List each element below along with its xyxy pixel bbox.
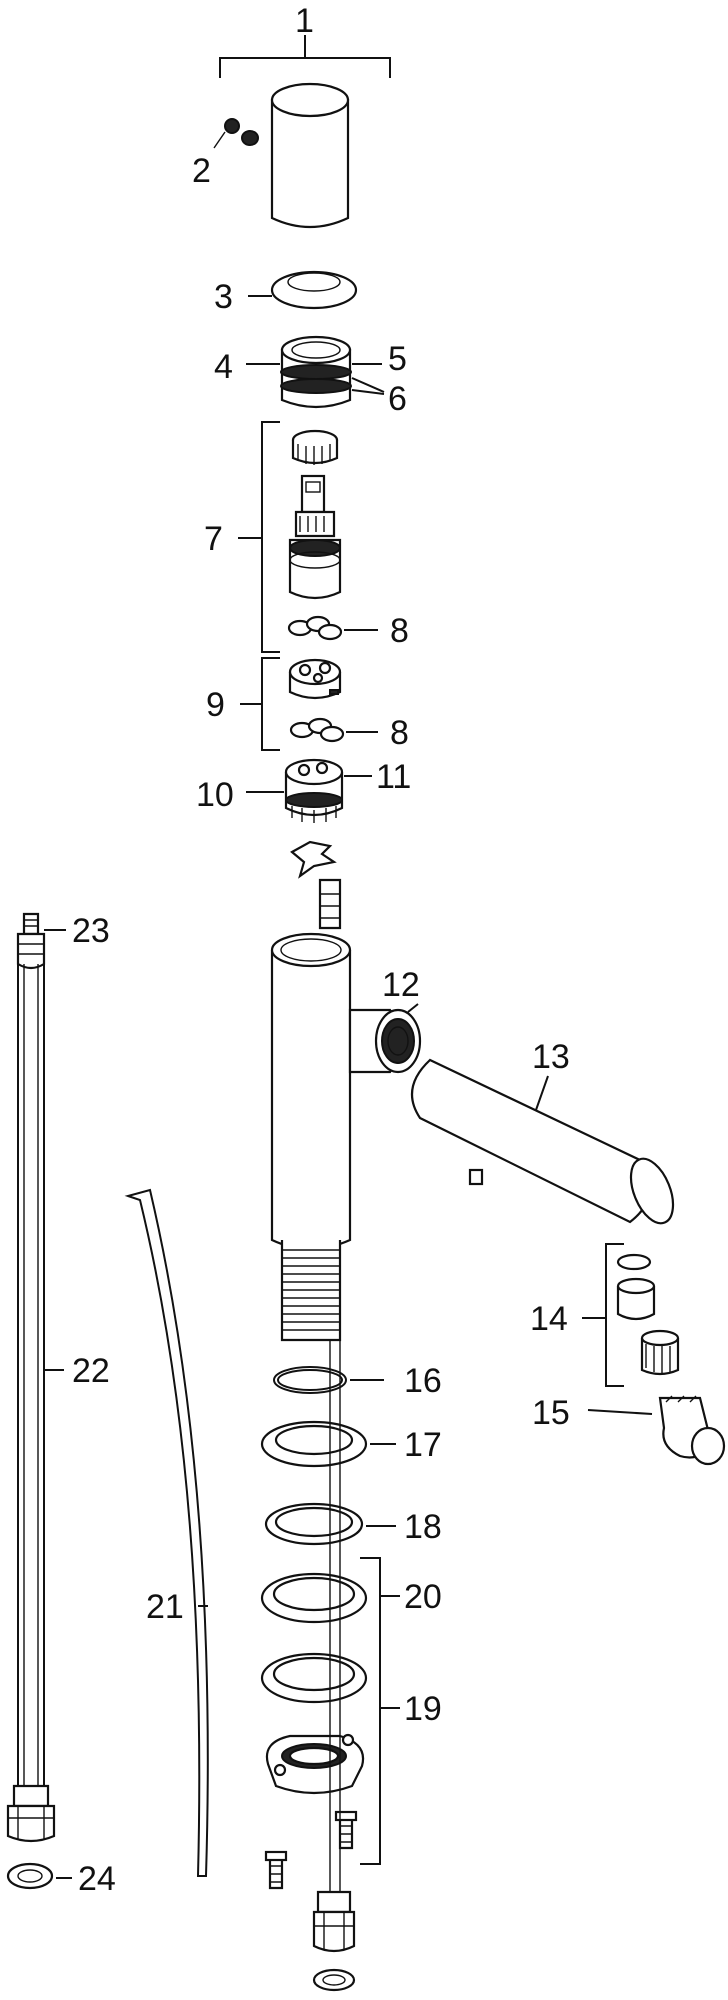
label-17: 17 <box>404 1426 442 1464</box>
label-16: 16 <box>404 1362 442 1400</box>
label-9: 9 <box>206 686 225 724</box>
part-15-aerator-key <box>587 1395 726 1466</box>
label-6: 6 <box>388 380 407 418</box>
part-21-fixing-rod <box>124 1188 209 1877</box>
part-17-washer <box>260 1420 396 1468</box>
part-4-retaining-nut <box>246 335 385 409</box>
label-13: 13 <box>532 1038 570 1076</box>
label-1: 1 <box>295 2 314 40</box>
part-18-washer <box>264 1502 396 1546</box>
label-2: 2 <box>192 152 211 190</box>
part-14-aerator <box>582 1243 680 1387</box>
label-22: 22 <box>72 1352 110 1390</box>
star-clip <box>290 840 337 879</box>
label-12: 12 <box>382 966 420 1004</box>
label-3: 3 <box>214 278 233 316</box>
label-4: 4 <box>214 348 233 386</box>
label-19: 19 <box>404 1690 442 1728</box>
part-2-grub-screw <box>213 118 259 149</box>
part-body-column <box>270 878 422 1342</box>
label-15: 15 <box>532 1394 570 1432</box>
label-20: 20 <box>404 1578 442 1616</box>
label-18: 18 <box>404 1508 442 1546</box>
part-16-o-ring <box>273 1366 384 1394</box>
part-22-flexible-hose <box>6 912 66 1843</box>
part-13-spout <box>410 1058 675 1225</box>
part-1-handle-cap <box>219 35 391 229</box>
label-11: 11 <box>376 758 411 796</box>
part-8-seals-lower <box>289 717 378 743</box>
label-7: 7 <box>204 520 223 558</box>
label-21: 21 <box>146 1588 184 1626</box>
part-10-base <box>246 758 372 823</box>
label-14: 14 <box>530 1300 568 1338</box>
central-supply-hose <box>312 1340 356 1992</box>
label-8b: 8 <box>390 714 409 752</box>
part-8-seals-upper <box>287 615 378 641</box>
label-5: 5 <box>388 340 407 378</box>
label-23: 23 <box>72 912 110 950</box>
part-20-gasket <box>260 1572 368 1624</box>
part-3-cover-ring <box>248 270 358 310</box>
label-24: 24 <box>78 1860 116 1898</box>
label-10: 10 <box>196 776 234 814</box>
part-9-valve-disc <box>240 657 342 751</box>
part-24-seal-washer <box>6 1862 72 1890</box>
part-7-cartridge <box>238 421 342 653</box>
label-8a: 8 <box>390 612 409 650</box>
